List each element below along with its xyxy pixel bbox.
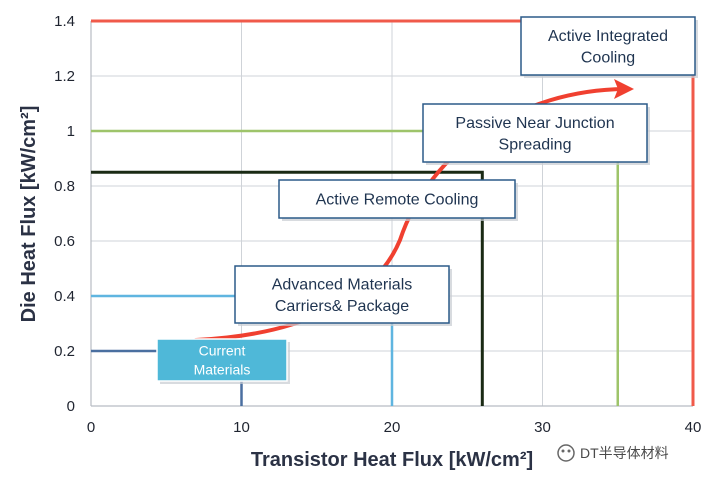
y-axis-title: Die Heat Flux [kW/cm²] — [18, 106, 40, 323]
y-axis-ticks: 0 0.2 0.4 0.6 0.8 1 1.2 1.4 — [54, 13, 75, 415]
watermark-text: DT半导体材料 — [580, 445, 669, 461]
region-label-text: Advanced Materials — [272, 276, 413, 293]
trend-arrow-head — [614, 79, 634, 99]
wechat-icon-dot — [567, 449, 571, 453]
region-label-text: Materials — [194, 361, 251, 377]
y-tick-label: 1 — [67, 123, 75, 140]
region-label-text: Spreading — [499, 136, 572, 153]
region-label-box — [156, 338, 288, 382]
region-label-text: Current — [199, 342, 246, 358]
region-label-box — [422, 103, 648, 163]
x-tick-label: 0 — [87, 419, 95, 436]
y-tick-label: 0.4 — [54, 288, 75, 305]
x-tick-label: 40 — [685, 419, 702, 436]
x-axis-ticks: 0 10 20 30 40 — [87, 419, 702, 436]
x-tick-label: 10 — [233, 419, 250, 436]
region-label-text: Cooling — [581, 49, 635, 66]
x-tick-label: 30 — [534, 419, 551, 436]
y-tick-label: 1.2 — [54, 68, 75, 85]
x-axis-title: Transistor Heat Flux [kW/cm²] — [251, 449, 533, 471]
y-tick-label: 0.2 — [54, 343, 75, 360]
region-label-text: Passive Near Junction — [455, 115, 614, 132]
region-label-text: Active Remote Cooling — [316, 192, 479, 209]
watermark: DT半导体材料 — [557, 444, 669, 462]
region-label-box — [520, 16, 696, 76]
region-label-text: Carriers& Package — [275, 298, 409, 315]
x-tick-label: 20 — [384, 419, 401, 436]
region-label-box — [278, 179, 516, 219]
region-label-text: Active Integrated — [548, 28, 668, 45]
y-tick-label: 0.6 — [54, 233, 75, 250]
wechat-icon-dot — [561, 449, 565, 453]
region-label-box — [234, 265, 450, 324]
wechat-icon — [557, 444, 575, 462]
y-tick-label: 0 — [67, 398, 75, 415]
y-tick-label: 0.8 — [54, 178, 75, 195]
region-line — [91, 170, 484, 406]
y-tick-label: 1.4 — [54, 13, 75, 30]
